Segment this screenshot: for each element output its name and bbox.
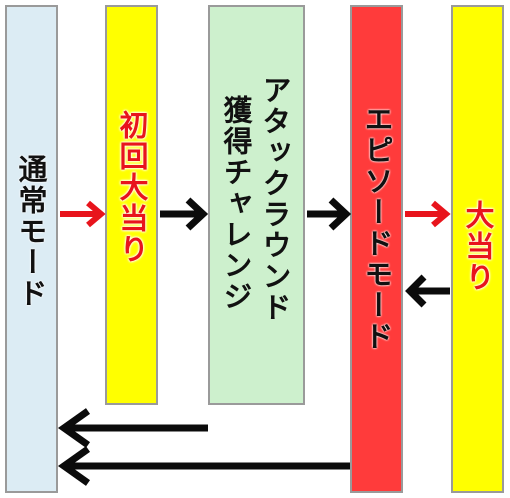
attack-round-label-line1: アタックラウンド: [258, 75, 292, 323]
normal-mode-label: 通常モード: [14, 154, 48, 309]
big-hit-box: [451, 5, 504, 493]
arrow-normal-to-first-hit: [60, 200, 106, 228]
attack-round-label-line2: 獲得チャレンジ: [219, 95, 253, 312]
arrow-first-hit-to-attack-round: [160, 197, 209, 231]
episode-mode-box: [350, 5, 403, 493]
first-hit-box: [105, 5, 158, 405]
normal-mode-box: [5, 5, 58, 493]
arrow-attack-round-to-episode: [307, 197, 352, 231]
first-hit-label: 初回大当り: [115, 110, 149, 265]
big-hit-label: 大当り: [461, 200, 495, 293]
arrow-episode-to-big-hit: [405, 200, 451, 228]
attack-round-box: [208, 5, 305, 405]
arrow-episode-to-normal: [57, 446, 350, 486]
episode-mode-label: エピソードモード: [360, 104, 394, 352]
arrow-big-hit-to-episode: [405, 274, 450, 308]
arrow-attack-round-to-normal: [57, 408, 208, 448]
